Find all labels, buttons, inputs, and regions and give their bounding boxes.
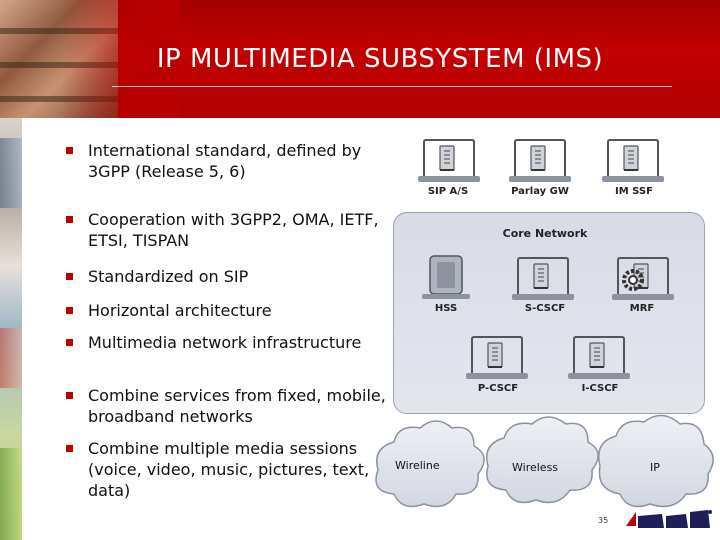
bullet-marker	[66, 339, 73, 346]
p-cscf-label: P-CSCF	[458, 383, 538, 394]
wireline-label: Wireline	[395, 459, 440, 472]
im-ssf-server-icon	[602, 140, 664, 182]
bullet-marker	[66, 445, 73, 452]
wireless-cloud-icon	[487, 417, 598, 502]
wireless-label: Wireless	[512, 461, 558, 474]
bullet-item: Combine services from fixed, mobile, bro…	[66, 385, 398, 427]
bullet-text: Combine multiple media sessions (voice, …	[88, 439, 369, 500]
bullet-item: International standard, defined by 3GPP …	[66, 140, 398, 182]
parlay-gw-server-icon	[509, 140, 571, 182]
bullet-marker	[66, 216, 73, 223]
bullet-item: Cooperation with 3GPP2, OMA, IETF, ETSI,…	[66, 209, 398, 251]
bullet-item: Standardized on SIP	[66, 266, 398, 287]
page-number: 35	[598, 516, 608, 525]
hss-label: HSS	[416, 303, 476, 314]
slide-header: IP MULTIMEDIA SUBSYSTEM (IMS)	[0, 0, 720, 118]
bullet-item: Multimedia network infrastructure	[66, 332, 398, 353]
bullet-text: Cooperation with 3GPP2, OMA, IETF, ETSI,…	[88, 210, 379, 250]
title-underline	[112, 86, 672, 87]
parlay-gw-label: Parlay GW	[500, 186, 580, 197]
bullet-text: Standardized on SIP	[88, 267, 248, 286]
slide-title: IP MULTIMEDIA SUBSYSTEM (IMS)	[100, 44, 660, 74]
bullet-text: Horizontal architecture	[88, 301, 272, 320]
mrf-label: MRF	[612, 303, 672, 314]
ip-label: IP	[650, 461, 660, 474]
bullet-text: Multimedia network infrastructure	[88, 333, 361, 352]
bullet-item: Combine multiple media sessions (voice, …	[66, 438, 398, 501]
bullet-item: Horizontal architecture	[66, 300, 398, 321]
side-photo-strip	[0, 118, 22, 540]
im-ssf-label: IM SSF	[594, 186, 674, 197]
i-cscf-label: I-CSCF	[560, 383, 640, 394]
bullet-text: Combine services from fixed, mobile, bro…	[88, 386, 386, 426]
bullet-text: International standard, defined by 3GPP …	[88, 141, 361, 181]
bullet-marker	[66, 307, 73, 314]
sip-as-server-icon	[418, 140, 480, 182]
bullet-marker	[66, 392, 73, 399]
sip-as-label: SIP A/S	[408, 186, 488, 197]
company-logo	[624, 506, 714, 532]
bullet-marker	[66, 273, 73, 280]
bullet-marker	[66, 147, 73, 154]
core-network-label: Core Network	[470, 227, 620, 240]
s-cscf-label: S-CSCF	[505, 303, 585, 314]
